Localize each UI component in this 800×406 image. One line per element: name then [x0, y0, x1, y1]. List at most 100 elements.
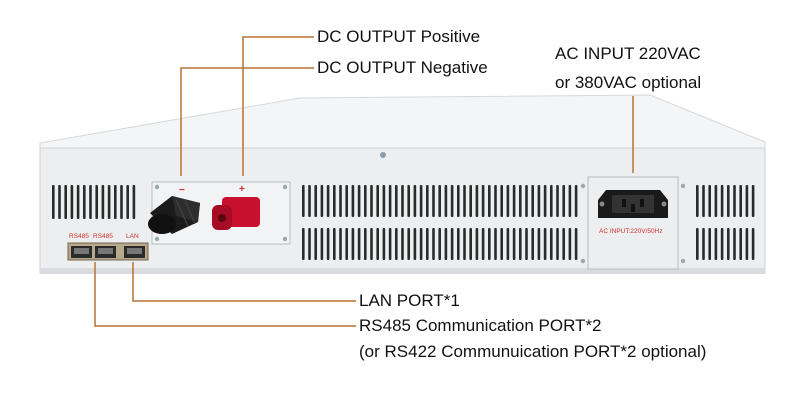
- vent-slot: [382, 185, 386, 217]
- vent-slot: [333, 228, 336, 260]
- vent-slot: [419, 185, 423, 217]
- vent-slot: [512, 185, 516, 217]
- vent-slot: [339, 185, 342, 217]
- vent-slot: [450, 228, 454, 260]
- vent-slot: [401, 228, 404, 260]
- vent-slot: [469, 228, 472, 260]
- vent-slot: [739, 185, 742, 217]
- vent-slot: [469, 185, 472, 217]
- vent-slot: [506, 185, 510, 217]
- vent-slot: [302, 228, 305, 260]
- vent-slot: [475, 185, 479, 217]
- vent-slot: [751, 228, 755, 260]
- vent-slot: [543, 185, 547, 217]
- vent-slot: [126, 185, 129, 219]
- vent-slot: [345, 185, 348, 217]
- vent-slot: [574, 228, 578, 260]
- vent-slot: [708, 228, 711, 260]
- vent-slot: [333, 185, 336, 217]
- vent-slot: [345, 228, 348, 260]
- vent-slot: [444, 185, 448, 217]
- vent-slot: [64, 185, 67, 219]
- vent-slot: [376, 228, 379, 260]
- vent-slot: [401, 185, 404, 217]
- callout-dc-positive: DC OUTPUT Positive: [317, 27, 481, 46]
- vent-slot: [556, 228, 559, 260]
- vent-slot: [506, 228, 510, 260]
- vent-slot: [432, 185, 435, 217]
- vent-slot: [351, 228, 355, 260]
- vent-slot: [562, 185, 565, 217]
- vent-slot: [531, 185, 534, 217]
- callout-ac-input-line2: or 380VAC optional: [555, 73, 702, 92]
- vent-slot: [720, 228, 724, 260]
- vent-slot: [568, 185, 572, 217]
- vent-slot: [720, 185, 724, 217]
- vent-slot: [450, 185, 454, 217]
- vent-slot: [488, 185, 491, 217]
- vent-slot: [531, 228, 534, 260]
- vent-slot: [70, 185, 74, 219]
- vent-slot: [438, 185, 441, 217]
- vent-slot: [733, 185, 736, 217]
- vent-slot: [525, 185, 528, 217]
- dc-negative-terminal: [148, 196, 200, 234]
- vent-slot: [426, 228, 429, 260]
- vent-slot: [525, 228, 528, 260]
- vent-slot: [438, 228, 441, 260]
- vent-slot: [556, 185, 559, 217]
- vent-slot: [444, 228, 448, 260]
- vent-slot: [463, 228, 466, 260]
- vent-slot: [714, 185, 718, 217]
- vent-slot: [739, 228, 742, 260]
- vent-slot: [52, 185, 55, 219]
- vent-slot: [382, 228, 386, 260]
- callout-rs422-note: (or RS422 Communuication PORT*2 optional…: [359, 342, 707, 361]
- vent-slot: [745, 185, 749, 217]
- vent-slot: [320, 228, 324, 260]
- vent-slot: [702, 228, 705, 260]
- vent-slot: [543, 228, 547, 260]
- vent-slot: [308, 185, 311, 217]
- rs485-label-b: RS485: [93, 233, 113, 240]
- vent-slot: [537, 185, 541, 217]
- vent-slot: [419, 228, 423, 260]
- vent-slot: [488, 228, 491, 260]
- rs485-label-a: RS485: [69, 233, 89, 240]
- vent-slot: [537, 228, 541, 260]
- vent-slot: [339, 228, 342, 260]
- vent-slot: [426, 185, 429, 217]
- vent-slot: [745, 228, 749, 260]
- ac-inlet-socket: [598, 190, 668, 218]
- vent-slot: [58, 185, 61, 219]
- vent-slot: [395, 185, 398, 217]
- ac-rating-label: AC INPUT:220V/50Hz: [599, 228, 663, 235]
- vent-slot: [696, 185, 699, 217]
- vent-slot: [457, 185, 460, 217]
- vent-slot: [107, 185, 111, 219]
- vent-slot: [320, 185, 324, 217]
- vent-slot: [413, 185, 417, 217]
- callout-ac-input-line1: AC INPUT 220VAC: [555, 44, 701, 63]
- vent-slot: [326, 185, 330, 217]
- vent-slot: [714, 228, 718, 260]
- vent-slot: [95, 185, 98, 219]
- vent-slot: [519, 228, 522, 260]
- vent-slot: [357, 228, 361, 260]
- vent-slot: [751, 185, 755, 217]
- vent-slot: [413, 228, 417, 260]
- vent-slot: [733, 228, 736, 260]
- callout-rs485-port: RS485 Communication PORT*2: [359, 316, 602, 335]
- vent-slot: [481, 185, 485, 217]
- center-vents: [302, 185, 578, 260]
- vent-slot: [132, 185, 136, 219]
- dc-positive-terminal: [212, 197, 260, 230]
- vent-slot: [407, 185, 410, 217]
- vent-slot: [357, 185, 361, 217]
- vent-slot: [76, 185, 80, 219]
- vent-slot: [351, 185, 355, 217]
- right-vents: [696, 185, 755, 260]
- vent-slot: [120, 185, 123, 219]
